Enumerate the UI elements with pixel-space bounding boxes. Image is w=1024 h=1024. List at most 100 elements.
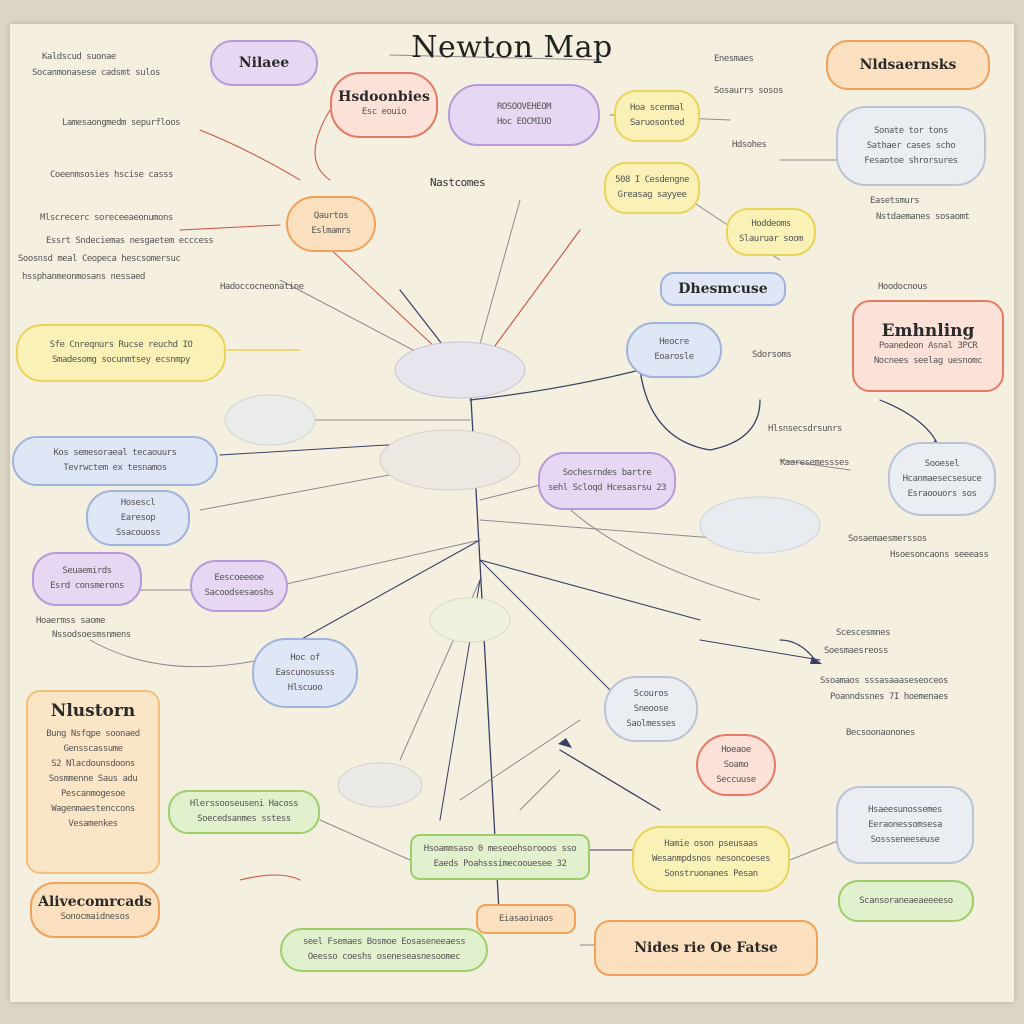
node-left-blue-small[interactable]: Hosescl Earesop Ssacouoss bbox=[86, 490, 190, 546]
note-label: Nssodsoesmsnmens bbox=[52, 630, 131, 640]
node-rounded-right-grey[interactable]: Sonate tor tons Sathaer cases scho Fesao… bbox=[836, 106, 986, 186]
hub-cloud bbox=[337, 762, 423, 808]
page-title: Newton Map bbox=[411, 30, 613, 65]
node-left-purple-small-b[interactable]: Eescoeeeoe Sacoodsesaoshs bbox=[190, 560, 288, 612]
node-text: Oeesso coeshs oseneseasnesoomec bbox=[307, 952, 461, 962]
arrowhead bbox=[810, 656, 822, 664]
node-text: Qaurtos bbox=[313, 211, 349, 221]
node-right-grey-oval[interactable]: Sooesel Hcanmaesecsesuce Esraoouors sos bbox=[888, 442, 996, 516]
node-text: Hcanmaesecsesuce bbox=[902, 473, 982, 484]
note-label: Sosaurrs sosos bbox=[714, 86, 783, 96]
note-label: Kaldscud suonae bbox=[42, 52, 116, 62]
node-dhesmencuse[interactable]: Dhesmcuse bbox=[660, 272, 786, 306]
node-right-green-bottom[interactable]: Scansoraneaeaeeeeso bbox=[838, 880, 974, 922]
node-text: Eslmamrs bbox=[311, 226, 351, 236]
node-top-left-purple[interactable]: Nilaee bbox=[210, 40, 318, 86]
note-label: Soesmaesreoss bbox=[824, 646, 888, 656]
node-text: Saruosonted bbox=[629, 118, 685, 128]
connector bbox=[469, 369, 641, 401]
node-center-lower-blue[interactable]: Hoc of Eascunosusss Hlscuoo bbox=[252, 638, 358, 708]
connector bbox=[789, 839, 841, 861]
node-text: Esc eouio bbox=[361, 107, 407, 117]
node-text: Sossseneeseuse bbox=[870, 834, 940, 845]
node-text: Saolmesses bbox=[626, 718, 676, 729]
node-yellow-right-lower[interactable]: Hoddeoms Slauruar soom bbox=[726, 208, 816, 256]
node-text: Heocre bbox=[659, 337, 689, 347]
node-left-green-lower[interactable]: Hlerssooseuseni Hacoss Soecedsanmes sste… bbox=[168, 790, 320, 834]
node-text: Tevrwctem ex tesnamos bbox=[63, 463, 167, 473]
node-text: Hoeaoe bbox=[721, 744, 751, 755]
node-left-blue-oval[interactable]: Kos semesoraeal tecaouurs Tevrwctem ex t… bbox=[12, 436, 218, 486]
node-text: Sonocmaidnesos bbox=[60, 912, 130, 922]
connector bbox=[89, 639, 261, 668]
node-left-yellow-big[interactable]: Sfe Cnreqnurs Rucse reuchd IO Smadesomg … bbox=[16, 324, 226, 382]
node-top-yellow-small[interactable]: Hoa scenmal Saruosonted bbox=[614, 90, 700, 142]
node-text: Sonate tor tons bbox=[874, 125, 948, 136]
node-text: Eaeds Poahsssimecoouesee 32 bbox=[433, 859, 567, 869]
arrowhead bbox=[558, 738, 572, 748]
connector bbox=[299, 539, 481, 641]
node-text: Gensscassume bbox=[63, 744, 123, 754]
node-red-circle-small[interactable]: Hoeaoe Soamo Seccuuse bbox=[696, 734, 776, 796]
node-label: Hsdoonbies bbox=[338, 89, 430, 105]
node-center-grey-small[interactable]: Scouros Sneoose Saolmesses bbox=[604, 676, 698, 742]
node-text: Hlerssooseuseni Hacoss bbox=[189, 799, 299, 809]
note-label: Nastcomes bbox=[430, 176, 486, 189]
node-left-purple-small[interactable]: Seuaemirds Esrd consmerons bbox=[32, 552, 142, 606]
node-emhnsing[interactable]: Emhnling Poanedeon Asnal 3PCR Nocnees se… bbox=[852, 300, 1004, 392]
connector bbox=[479, 559, 621, 701]
connector bbox=[779, 639, 816, 661]
node-text: Sooesel bbox=[924, 458, 960, 469]
connector bbox=[519, 769, 561, 811]
node-text: Sosmmenne Saus adu bbox=[48, 774, 138, 784]
node-label: Nldsaernsks bbox=[859, 56, 957, 73]
node-center-green-bottom[interactable]: Hsoammsaso 0 meseoehsorooos sso Eaeds Po… bbox=[410, 834, 590, 880]
node-top-red-cluster[interactable]: Hsdoonbies Esc eouio bbox=[330, 72, 438, 138]
node-top-right-orange[interactable]: Nldsaernsks bbox=[826, 40, 990, 90]
node-yellow-bottom-right[interactable]: Hamie oson pseusaas Wesanmpdsnos nesonco… bbox=[632, 826, 790, 892]
node-upper-center-orange[interactable]: Qaurtos Eslmamrs bbox=[286, 196, 376, 252]
connector bbox=[699, 639, 821, 661]
node-text: Wesanmpdsnos nesoncoeses bbox=[651, 853, 771, 864]
node-text: Nocnees seelag uesnomc bbox=[873, 355, 983, 366]
node-green-bottom-left[interactable]: seel Fsemaes Bosmoe Eosaseneeaess Oeesso… bbox=[280, 928, 488, 972]
node-label: Emhnling bbox=[881, 320, 975, 341]
node-text: Vesamenkes bbox=[68, 819, 118, 829]
note-label: hssphanmeonmosans nessaed bbox=[22, 272, 145, 282]
node-text: Hoc of bbox=[290, 652, 320, 663]
connector bbox=[479, 559, 701, 621]
node-alivecomrcads[interactable]: Alivecomrcads Sonocmaidnesos bbox=[30, 882, 160, 938]
note-label: Lamesaongmedm sepurfloos bbox=[62, 118, 181, 128]
node-text: Sonstruonanes Pesan bbox=[664, 868, 758, 879]
connector bbox=[239, 874, 301, 881]
node-text: Hoa scenmal bbox=[629, 103, 685, 113]
node-right-grey-bottom[interactable]: Hsaeesunossemes Eeraonessomsesa Sosssene… bbox=[836, 786, 974, 864]
connector bbox=[389, 54, 601, 61]
connector bbox=[199, 129, 301, 181]
node-center-purple-mid[interactable]: Sochesrndes bartre sehl Scloqd Hcesasrsu… bbox=[538, 452, 676, 510]
hub-cloud bbox=[379, 429, 521, 491]
node-label: Alivecomrcads bbox=[38, 894, 152, 910]
note-label: Socanmonasese cadsmt sulos bbox=[32, 68, 160, 78]
node-center-upper-blue[interactable]: Heocre Eoarosle bbox=[626, 322, 722, 378]
node-text: seel Fsemaes Bosmoe Eosaseneeaess bbox=[302, 937, 466, 947]
node-text: Poanedeon Asnal 3PCR bbox=[878, 340, 978, 351]
note-label: Mlscrecerc soreceeaeonumons bbox=[40, 213, 173, 223]
connector bbox=[639, 369, 761, 451]
note-label: Enesmaes bbox=[714, 54, 754, 64]
node-label: Nilaee bbox=[238, 54, 290, 71]
node-text: Esraoouors sos bbox=[907, 488, 977, 499]
node-text: Wagenmaestenccons bbox=[51, 804, 135, 814]
node-text: Hoddeoms bbox=[751, 219, 791, 229]
node-text: Hosescl bbox=[120, 497, 156, 508]
node-center-orange-bottom[interactable]: Eiasaoinaos bbox=[476, 904, 576, 934]
node-top-center-purple[interactable]: ROSOOVEHEOM Hoc EOCMIUO bbox=[448, 84, 600, 146]
note-label: Hadoccocneonatine bbox=[220, 282, 304, 292]
node-text: Sochesrndes bartre bbox=[562, 468, 652, 478]
node-yellow-right-mid[interactable]: 508 I Cesdengne Greasag sayyee bbox=[604, 162, 700, 214]
node-orange-bottom-right[interactable]: Nides rie Oe Fatse bbox=[594, 920, 818, 976]
node-nlustorn[interactable]: Nlustorn Bung Nsfqpe soonaed Gensscassum… bbox=[26, 690, 160, 874]
node-text: Smadesomg socunmtsey ecsnmpy bbox=[52, 355, 190, 365]
node-text: Scansoraneaeaeeeeso bbox=[859, 895, 953, 906]
note-label: Kaaresemessses bbox=[780, 458, 849, 468]
